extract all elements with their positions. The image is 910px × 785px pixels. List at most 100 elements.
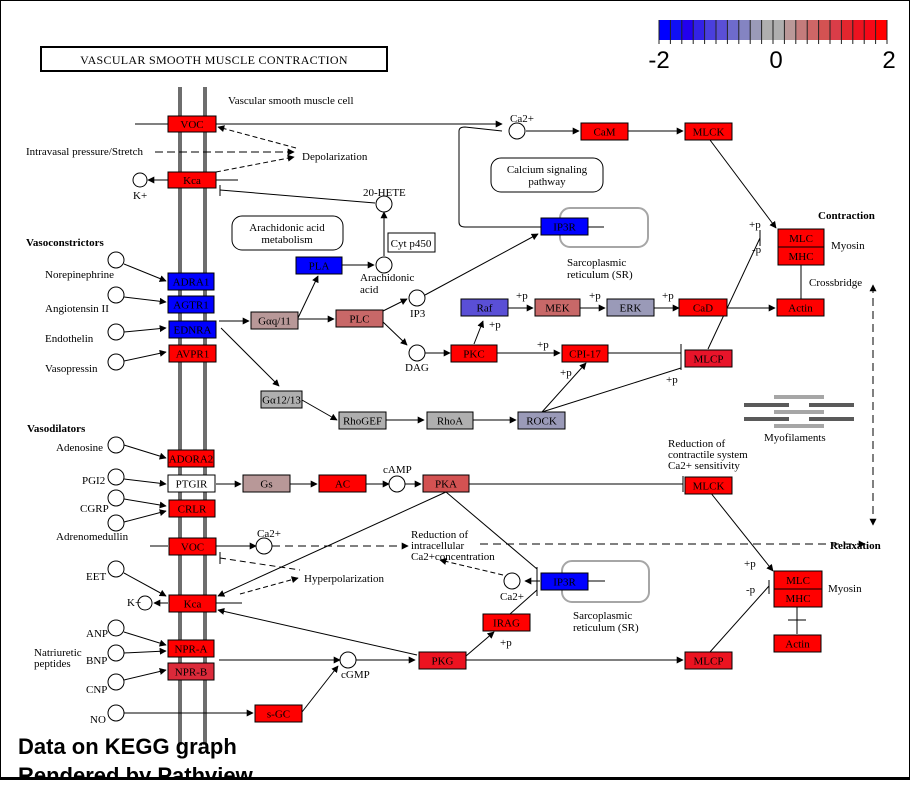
gene-node-avpr1[interactable]: AVPR1 xyxy=(168,344,217,363)
gene-node-erk[interactable]: ERK xyxy=(606,298,655,317)
label-sr-top-2: reticulum (SR) xyxy=(567,269,633,281)
label-natriuretic-1: Natriuretic xyxy=(34,647,82,659)
label-reduction-sens-1: Reduction of xyxy=(668,438,725,450)
gene-node-mlck2[interactable]: MLCK xyxy=(684,476,733,495)
cell-membrane xyxy=(178,87,207,745)
gene-node-mhc2[interactable]: MHC xyxy=(773,588,823,608)
gene-node-sgc[interactable]: s-GC xyxy=(254,704,303,723)
gene-label: ADRA1 xyxy=(173,277,210,289)
gene-label: MLC xyxy=(786,575,810,587)
gene-node-plc[interactable]: PLC xyxy=(335,309,384,328)
gene-node-mek[interactable]: MEK xyxy=(534,298,581,317)
legend-swatch xyxy=(852,20,865,40)
gene-node-mlcp2[interactable]: MLCP xyxy=(684,651,733,670)
gene-node-mlck1[interactable]: MLCK xyxy=(684,122,733,141)
gene-node-actin1[interactable]: Actin xyxy=(776,298,825,317)
label-plus-p: +p xyxy=(489,319,501,331)
gene-label: MLCP xyxy=(694,656,724,668)
gene-node-pka[interactable]: PKA xyxy=(422,474,470,493)
gene-node-rhoa[interactable]: RhoA xyxy=(426,411,474,430)
gene-node-rock[interactable]: ROCK xyxy=(517,411,566,430)
gene-label: RhoA xyxy=(437,416,463,428)
label-ip3: IP3 xyxy=(410,308,426,320)
gene-node-ip3r1[interactable]: IP3R xyxy=(540,217,589,236)
gene-node-cam[interactable]: CaM xyxy=(580,122,629,141)
pathway-link-arachidonic[interactable]: Arachidonic acid metabolism xyxy=(231,215,344,251)
gene-node-npra[interactable]: NPR-A xyxy=(167,639,215,658)
pathway-title: VASCULAR SMOOTH MUSCLE CONTRACTION xyxy=(40,46,388,72)
gene-label: MLCK xyxy=(693,481,725,493)
gene-node-rhogef[interactable]: RhoGEF xyxy=(338,411,387,430)
gene-label: Gα12/13 xyxy=(262,395,301,407)
compound-20-hete xyxy=(375,195,393,213)
gene-box xyxy=(167,171,217,189)
gene-node-pkc[interactable]: PKC xyxy=(450,344,498,363)
gene-node-pla[interactable]: PLA xyxy=(295,256,343,275)
legend-swatch xyxy=(704,20,717,40)
legend-swatch xyxy=(681,20,694,40)
label-plus-p: +p xyxy=(744,558,756,570)
label-arachidonic-1: Arachidonic xyxy=(360,272,414,284)
gene-box xyxy=(684,476,733,495)
gene-box xyxy=(167,115,217,133)
gene-node-gs[interactable]: Gs xyxy=(242,474,291,493)
gene-node-nprb[interactable]: NPR-B xyxy=(167,662,215,681)
gene-node-ga1213[interactable]: Gα12/13 xyxy=(260,390,303,409)
legend-swatch xyxy=(761,20,774,40)
gene-box xyxy=(168,594,217,613)
gene-node-ednra[interactable]: EDNRA xyxy=(168,320,217,339)
gene-node-cad[interactable]: CaD xyxy=(678,298,728,317)
gene-node-gaq[interactable]: Gαq/11 xyxy=(250,311,299,330)
label-adenosine: Adenosine xyxy=(56,442,103,454)
gene-node-cpi17[interactable]: CPI-17 xyxy=(561,344,609,363)
gene-node-mlcp1[interactable]: MLCP xyxy=(684,349,733,368)
cell-label: Vascular smooth muscle cell xyxy=(228,95,354,107)
gene-node-kca2[interactable]: Kca xyxy=(168,594,217,613)
gene-box xyxy=(684,349,733,368)
gene-node-irag[interactable]: IRAG xyxy=(482,613,531,632)
label-reduction-ca-2: intracellular xyxy=(411,540,464,552)
gene-label: Raf xyxy=(477,303,493,315)
gene-node-crlr[interactable]: CRLR xyxy=(168,499,216,518)
gene-node-ptgir[interactable]: PTGIR xyxy=(167,474,216,493)
gene-node-agtr1[interactable]: AGTR1 xyxy=(167,295,215,314)
compound-cgmp xyxy=(339,651,357,669)
gene-node-raf[interactable]: Raf xyxy=(460,298,509,317)
label-reduction-sens-2: contractile system xyxy=(668,449,748,461)
gene-node-kca1[interactable]: Kca xyxy=(167,171,217,189)
legend-swatch xyxy=(830,20,842,40)
gene-node-ip3r2[interactable]: IP3R xyxy=(540,572,589,591)
gene-node-adra1[interactable]: ADRA1 xyxy=(167,272,215,291)
svg-text:Calcium signaling: Calcium signaling xyxy=(507,164,588,176)
gene-box xyxy=(534,298,581,317)
gene-node-voc2[interactable]: VOC xyxy=(168,537,217,556)
gene-node-actin2[interactable]: Actin xyxy=(773,634,822,653)
label-eet: EET xyxy=(86,571,106,583)
gene-box xyxy=(242,474,291,493)
gene-label: PKG xyxy=(431,656,453,668)
gene-node-adora2[interactable]: ADORA2 xyxy=(167,449,215,468)
gene-node-ac[interactable]: AC xyxy=(318,474,367,493)
gene-box xyxy=(450,344,498,363)
gene-node-mlc2[interactable]: MLC xyxy=(773,570,823,590)
label-plus-p: +p xyxy=(589,290,601,302)
gene-label: AC xyxy=(335,479,350,491)
gene-box xyxy=(168,320,217,339)
gene-node-mhc1[interactable]: MHC xyxy=(777,246,825,266)
gene-box xyxy=(338,411,387,430)
gene-label: MEK xyxy=(545,303,570,315)
label-bnp: BNP xyxy=(86,655,107,667)
label-angiotensin: Angiotensin II xyxy=(45,303,109,315)
legend-min-label: -2 xyxy=(648,47,669,74)
label-plus-p: +p xyxy=(537,339,549,351)
compound-ca-mid xyxy=(255,537,273,555)
gene-label: IRAG xyxy=(493,618,520,630)
compound-camp xyxy=(388,475,406,493)
gene-node-voc1[interactable]: VOC xyxy=(167,115,217,133)
gene-node-pkg[interactable]: PKG xyxy=(418,651,467,670)
gene-node-mlc1[interactable]: MLC xyxy=(777,228,825,248)
color-legend xyxy=(658,20,888,44)
pathway-edges xyxy=(123,120,877,717)
pathway-link-calcium-signaling[interactable]: Calcium signaling pathway xyxy=(490,157,604,193)
